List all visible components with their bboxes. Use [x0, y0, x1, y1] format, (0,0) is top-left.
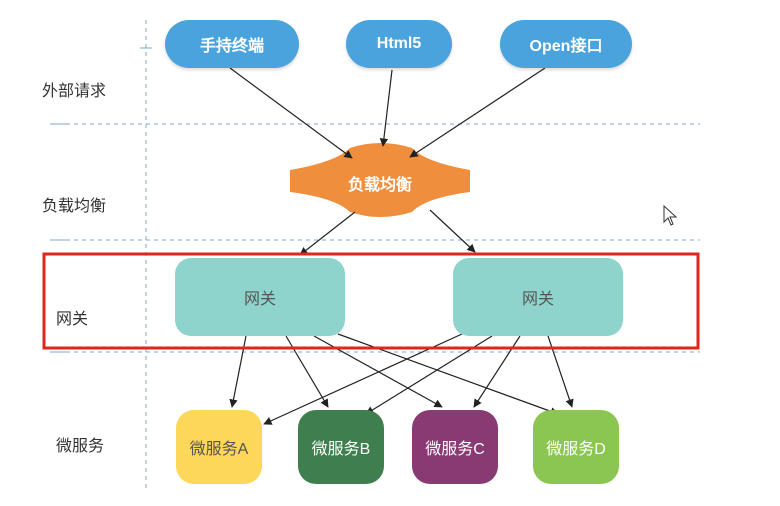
gateway-2: 网关: [453, 258, 623, 336]
service-d: 微服务D: [533, 410, 619, 484]
layer-label-loadbalance: 负载均衡: [42, 198, 107, 215]
client-mobile: 手持终端: [165, 20, 299, 68]
arrow-open-to-lb: [409, 67, 546, 158]
arrows-lb-to-gateways: [299, 209, 476, 256]
client-open-api: Open接口: [500, 20, 632, 68]
load-balancer: 负载均衡: [347, 177, 412, 194]
divider-ticks: [52, 47, 152, 353]
service-c: 微服务C: [412, 410, 498, 484]
arrow-g1-to-svc-d: [337, 333, 559, 416]
arrows-clients-to-lb: [229, 67, 546, 159]
layer-label-gateway: 网关: [56, 311, 89, 328]
arrow-html5-to-lb: [379, 69, 393, 147]
client-html5: Html5: [346, 20, 452, 68]
load-balancer-shape: [290, 143, 470, 217]
gateway-highlight-box: [42, 252, 700, 350]
arrow-lb-to-gateway-2: [429, 209, 476, 253]
layer-label-microservice: 微服务: [56, 438, 105, 455]
mouse-pointer-icon: [663, 204, 678, 226]
gateway-1: 网关: [175, 258, 345, 336]
layer-label-external: 外部请求: [42, 83, 107, 100]
service-a: 微服务A: [176, 410, 262, 484]
arrow-lb-to-gateway-1: [299, 211, 356, 256]
arrow-mobile-to-lb: [229, 67, 353, 159]
service-b: 微服务B: [298, 410, 384, 484]
